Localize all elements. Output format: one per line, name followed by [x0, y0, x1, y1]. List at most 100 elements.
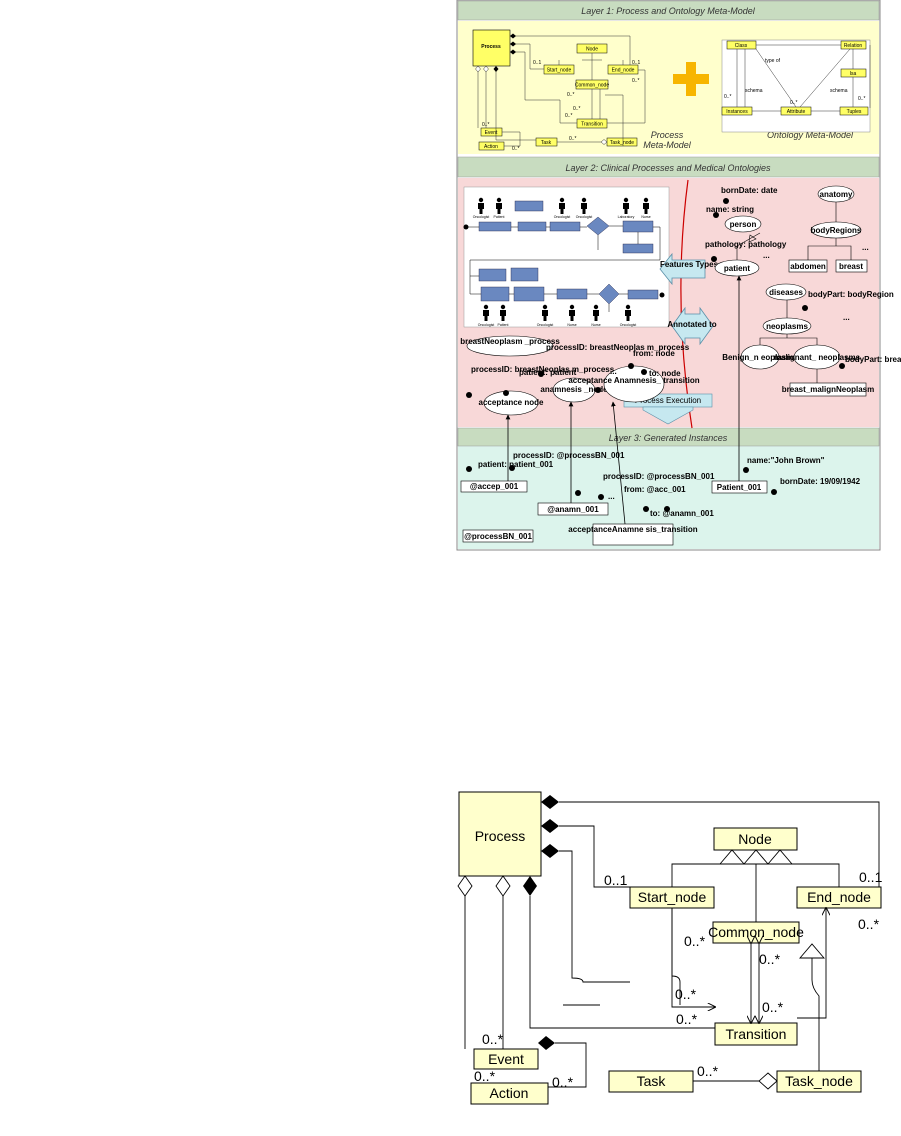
svg-text:Features Types: Features Types	[660, 260, 719, 269]
svg-text:malignant_ neoplasms: malignant_ neoplasms	[774, 353, 861, 362]
svg-text:@accep_001: @accep_001	[470, 482, 519, 491]
start-node-label: Start_node	[638, 889, 707, 905]
svg-text:patient: patient_001: patient: patient_001	[478, 460, 554, 469]
transition-label: Transition	[726, 1026, 787, 1042]
svg-text:0..*: 0..*	[858, 96, 866, 102]
svg-text:type of: type of	[765, 58, 781, 64]
svg-text:@anamn_001: @anamn_001	[547, 505, 599, 514]
svg-text:0..*: 0..*	[632, 78, 640, 84]
person-icon	[569, 304, 575, 321]
mult-task: 0..*	[697, 1063, 719, 1079]
ontology-meta-model: Class Relation Isa Instances Attribute T…	[721, 39, 871, 133]
svg-text:pathology: pathology: pathology: pathology	[705, 240, 787, 249]
workflow-role-label: Nurse	[591, 323, 600, 327]
svg-text:breast: breast	[839, 262, 863, 271]
svg-text:bodyPart: breast: bodyPart: breast	[845, 355, 901, 364]
svg-text:0..1: 0..1	[533, 60, 542, 66]
svg-text:Common_node: Common_node	[575, 83, 609, 89]
layer1-title: Layer 1: Process and Ontology Meta-Model	[581, 6, 756, 16]
svg-text:anatomy: anatomy	[820, 190, 853, 199]
svg-text:abdomen: abdomen	[790, 262, 826, 271]
svg-text:acceptance node: acceptance node	[479, 398, 544, 407]
event-label: Event	[488, 1051, 524, 1067]
ontology-mm-caption: Ontology Meta-Model	[767, 130, 854, 140]
mult-end-star: 0..*	[858, 916, 880, 932]
svg-text:Task_node: Task_node	[610, 140, 634, 146]
workflow-role-label: Laboratory	[618, 215, 635, 219]
layer2-header	[457, 156, 880, 178]
features-types-arrow: Features Types	[659, 252, 719, 286]
svg-text:name: string: name: string	[706, 205, 754, 214]
svg-text:Transition: Transition	[581, 122, 603, 128]
workflow-role-label: Oncologist	[554, 215, 571, 219]
svg-text:0..*: 0..*	[567, 92, 575, 98]
svg-text:anamnesis _node: anamnesis _node	[540, 385, 608, 394]
svg-text:breast_malignNeoplasm: breast_malignNeoplasm	[782, 385, 874, 394]
svg-text:breastNeoplasm _process: breastNeoplasm _process	[460, 337, 560, 346]
features-types-label: Features Types	[660, 260, 719, 269]
layer3-header	[457, 427, 880, 447]
mult-end: 0..1	[859, 869, 883, 885]
svg-text:Tuples: Tuples	[847, 109, 862, 115]
person-icon	[581, 197, 587, 214]
multiplicities: 0..1 0..1 0..* 0..* 0..* 0..* 0..* 0..* …	[474, 869, 883, 1090]
workflow-role-label: Patient	[494, 215, 505, 219]
layer2-title: Layer 2: Clinical Processes and Medical …	[565, 163, 771, 173]
process-mm-caption-1: Process	[651, 130, 684, 140]
process-execution-label: Process Execution	[635, 396, 701, 405]
svg-text:bodyPart: bodyRegion: bodyPart: bodyRegion	[808, 290, 894, 299]
layer1-header	[457, 0, 880, 21]
annotated-to-arrow: Annotated to	[667, 306, 717, 346]
action-class	[470, 1082, 549, 1105]
svg-text:Attribute: Attribute	[787, 109, 806, 115]
svg-text:neoplasms: neoplasms	[766, 322, 808, 331]
mini-process-meta-model: Process Node Start_node End_node Common_…	[472, 29, 646, 152]
svg-text:Patient_001: Patient_001	[717, 483, 762, 492]
svg-text:bornDate: 19/09/1942: bornDate: 19/09/1942	[780, 477, 861, 486]
svg-text:from: node: from: node	[633, 349, 675, 358]
svg-text:0..*: 0..*	[482, 122, 490, 128]
workflow-role-label: Nurse	[567, 323, 576, 327]
annotated-to-label: Annotated to	[667, 320, 716, 329]
mult-event: 0..*	[482, 1031, 504, 1047]
medical-ontology-tree: person bornDate: date name: string patie…	[705, 185, 901, 397]
svg-text:@processBN_001: @processBN_001	[464, 532, 532, 541]
svg-text:to: @anamn_001: to: @anamn_001	[650, 509, 714, 518]
svg-text:processID: @processBN_001: processID: @processBN_001	[513, 451, 625, 460]
svg-text:bodyRegions: bodyRegions	[811, 226, 862, 235]
svg-text:Instances: Instances	[726, 109, 748, 115]
svg-text:person: person	[730, 220, 757, 229]
svg-text:...: ...	[843, 313, 850, 322]
composition-diamonds	[523, 795, 559, 1050]
task-class	[608, 1070, 694, 1093]
svg-text:Start_node: Start_node	[547, 68, 572, 74]
svg-text:processID: @processBN_001: processID: @processBN_001	[603, 472, 715, 481]
svg-text:acceptance Anamnesis_ transiti: acceptance Anamnesis_ transition	[568, 376, 699, 385]
svg-text:Isa: Isa	[850, 71, 857, 77]
process-class	[458, 791, 542, 877]
layer2-process-nodes: breastNeoplasm _process acceptance node …	[460, 335, 700, 416]
person-icon	[500, 304, 506, 321]
person-icon	[542, 304, 548, 321]
svg-text:Event: Event	[485, 130, 498, 136]
process-class-label: Process	[475, 828, 526, 844]
task-label: Task	[637, 1073, 667, 1089]
svg-text:processID: breastNeoplas m_pro: processID: breastNeoplas m_process	[546, 343, 690, 352]
meta-model-associations	[464, 801, 880, 1088]
workflow-role-label: Oncologist	[478, 323, 495, 327]
person-icon	[496, 197, 502, 214]
svg-text:0..*: 0..*	[569, 136, 577, 142]
mult-action-1: 0..*	[474, 1068, 496, 1084]
node-class-label: Node	[738, 831, 772, 847]
svg-text:0..*: 0..*	[724, 94, 732, 100]
mult-trans-2: 0..*	[762, 999, 784, 1015]
svg-text:acceptanceAnamne sis_transitio: acceptanceAnamne sis_transition	[568, 525, 697, 534]
plus-icon	[673, 62, 709, 96]
svg-text:...: ...	[763, 251, 770, 260]
event-class	[473, 1048, 539, 1070]
svg-text:Relation: Relation	[844, 43, 863, 49]
svg-text:0..*: 0..*	[790, 100, 798, 106]
workflow-role-label: Nurse	[641, 215, 650, 219]
svg-text:0..*: 0..*	[573, 106, 581, 112]
